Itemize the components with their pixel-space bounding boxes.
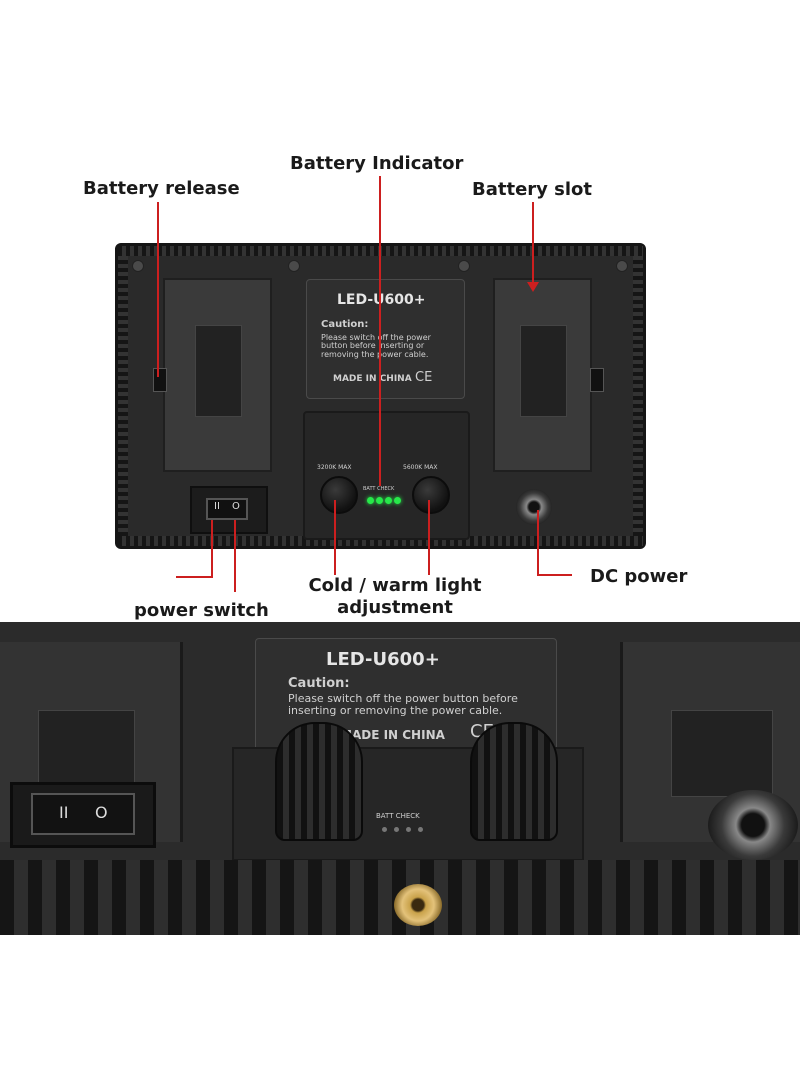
- arrow-battery-slot: [527, 282, 539, 292]
- power-switch[interactable]: II O: [206, 498, 248, 520]
- label-battery-release: Battery release: [83, 178, 240, 199]
- closeup-power-switch[interactable]: II O: [31, 793, 135, 835]
- slot-sticker: [195, 325, 242, 417]
- closeup-made-in: MADE IN CHINA: [340, 728, 445, 742]
- line-dc-a: [537, 510, 539, 576]
- battery-led-4: [394, 497, 401, 504]
- switch-on-mark: II: [214, 501, 220, 512]
- line-warm-knob: [428, 500, 430, 575]
- closeup-dc-jack[interactable]: [708, 790, 798, 860]
- warm-light-knob[interactable]: [412, 476, 450, 514]
- battery-led-3: [385, 497, 392, 504]
- closeup-model-name: LED-U600+: [326, 649, 440, 670]
- closeup-led-4: [418, 827, 423, 832]
- panel-bottom-edge: [118, 536, 643, 546]
- screw: [132, 260, 144, 272]
- line-power-switch-b: [176, 576, 213, 578]
- closeup-switch-on: II: [59, 803, 69, 822]
- closeup-led-1: [382, 827, 387, 832]
- batt-check-label: BATT CHECK: [363, 486, 395, 492]
- caution-text: Please switch off the power button befor…: [321, 333, 431, 359]
- battery-release-latch-right[interactable]: [590, 368, 604, 392]
- panel-right-edge: [633, 256, 643, 536]
- ce-mark: CE: [415, 370, 433, 385]
- closeup-power-switch-housing: II O: [10, 782, 156, 848]
- knob-right-label: 5600K MAX: [403, 464, 438, 471]
- knob-left-label: 3200K MAX: [317, 464, 352, 471]
- screw: [288, 260, 300, 272]
- slot-sticker: [520, 325, 567, 417]
- line-power-switch-a: [211, 520, 213, 578]
- line-power-switch-c: [234, 520, 236, 592]
- closeup-batt-check: BATT CHECK: [376, 812, 420, 820]
- battery-release-latch[interactable]: [153, 368, 167, 392]
- line-cold-knob: [334, 500, 336, 575]
- closeup-knob-right[interactable]: [470, 722, 558, 841]
- power-switch-housing: II O: [190, 486, 268, 534]
- tripod-mount: [394, 884, 442, 926]
- line-battery-indicator: [379, 176, 381, 486]
- closeup-view: LED-U600+ Caution: Please switch off the…: [0, 622, 800, 935]
- switch-off-mark: O: [232, 501, 240, 512]
- line-battery-release: [157, 202, 159, 377]
- closeup-sticker-right: [671, 710, 773, 797]
- label-dc-power: DC power: [590, 566, 688, 587]
- closeup-led-3: [406, 827, 411, 832]
- closeup-switch-off: O: [95, 803, 108, 822]
- control-recess: 3200K MAX 5600K MAX BATT CHECK: [303, 411, 470, 540]
- model-name: LED-U600+: [337, 292, 426, 308]
- label-plate: LED-U600+ Caution: Please switch off the…: [306, 279, 465, 399]
- dc-power-jack[interactable]: [516, 489, 552, 525]
- closeup-led-2: [394, 827, 399, 832]
- made-in: MADE IN CHINA: [333, 374, 412, 384]
- label-power-switch: power switch: [134, 600, 269, 621]
- closeup-caution-title: Caution:: [288, 676, 350, 691]
- closeup-knob-left[interactable]: [275, 722, 363, 841]
- battery-led-1: [367, 497, 374, 504]
- label-cold-warm: Cold / warm light adjustment: [308, 575, 482, 618]
- cold-light-knob[interactable]: [320, 476, 358, 514]
- label-battery-slot: Battery slot: [472, 179, 593, 200]
- panel-left-edge: [118, 256, 128, 536]
- line-battery-slot: [532, 202, 534, 287]
- label-battery-indicator: Battery Indicator: [290, 153, 464, 174]
- screw: [616, 260, 628, 272]
- caution-title: Caution:: [321, 319, 369, 330]
- closeup-caution-text: Please switch off the power button befor…: [288, 692, 518, 717]
- screw: [458, 260, 470, 272]
- line-dc-b: [537, 574, 572, 576]
- battery-slot-right[interactable]: [493, 278, 592, 472]
- battery-led-2: [376, 497, 383, 504]
- battery-slot-left[interactable]: [163, 278, 272, 472]
